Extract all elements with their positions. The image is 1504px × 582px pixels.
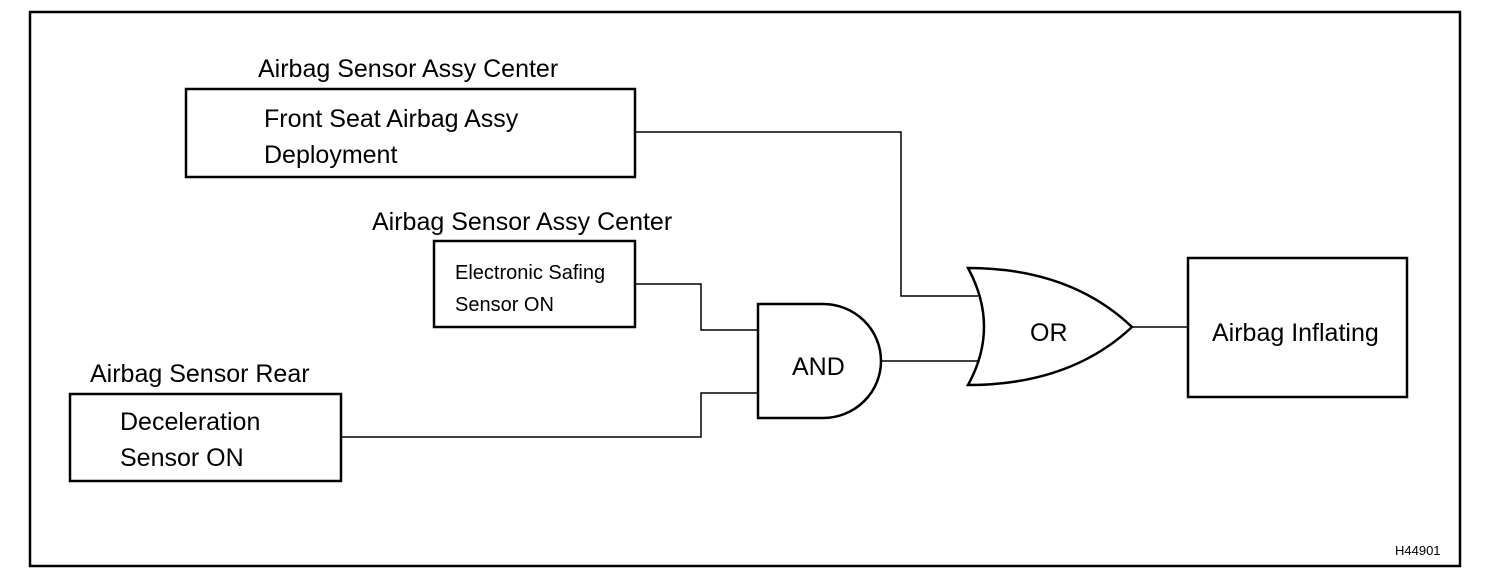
front-seat-line-1: Front Seat Airbag Assy bbox=[264, 105, 519, 133]
wire-rear-to-and bbox=[341, 392, 758, 438]
wire-safing-to-and bbox=[635, 283, 758, 331]
figure-code: H44901 bbox=[1395, 543, 1441, 558]
diagram-frame bbox=[28, 10, 1462, 568]
and-gate-shape bbox=[756, 302, 883, 420]
safing-box bbox=[432, 239, 637, 329]
front-seat-block: Airbag Sensor Assy Center Front Seat Air… bbox=[184, 55, 637, 179]
safing-block: Airbag Sensor Assy Center Electronic Saf… bbox=[372, 208, 672, 329]
safing-line-1: Electronic Safing bbox=[455, 262, 605, 284]
or-gate: OR bbox=[965, 266, 1134, 387]
inflating-line-1: Airbag Inflating bbox=[1212, 319, 1379, 347]
front-seat-block-caption: Airbag Sensor Assy Center bbox=[258, 55, 558, 83]
and-gate-label: AND bbox=[792, 353, 845, 381]
wire-front-seat-to-or bbox=[635, 131, 978, 297]
or-gate-label: OR bbox=[1030, 319, 1068, 347]
front-seat-box bbox=[184, 87, 637, 179]
rear-line-2: Sensor ON bbox=[120, 444, 244, 472]
rear-line-1: Deceleration bbox=[120, 408, 260, 436]
rear-block: Airbag Sensor Rear Deceleration Sensor O… bbox=[68, 360, 343, 483]
safing-line-2: Sensor ON bbox=[455, 294, 554, 316]
inflating-block: Airbag Inflating bbox=[1186, 256, 1409, 399]
rear-block-caption: Airbag Sensor Rear bbox=[90, 360, 310, 388]
front-seat-line-2: Deployment bbox=[264, 141, 397, 169]
safing-block-caption: Airbag Sensor Assy Center bbox=[372, 208, 672, 236]
inflating-box bbox=[1186, 256, 1409, 399]
and-gate: AND bbox=[756, 302, 883, 420]
rear-box bbox=[68, 392, 343, 483]
or-gate-shape bbox=[965, 266, 1134, 387]
